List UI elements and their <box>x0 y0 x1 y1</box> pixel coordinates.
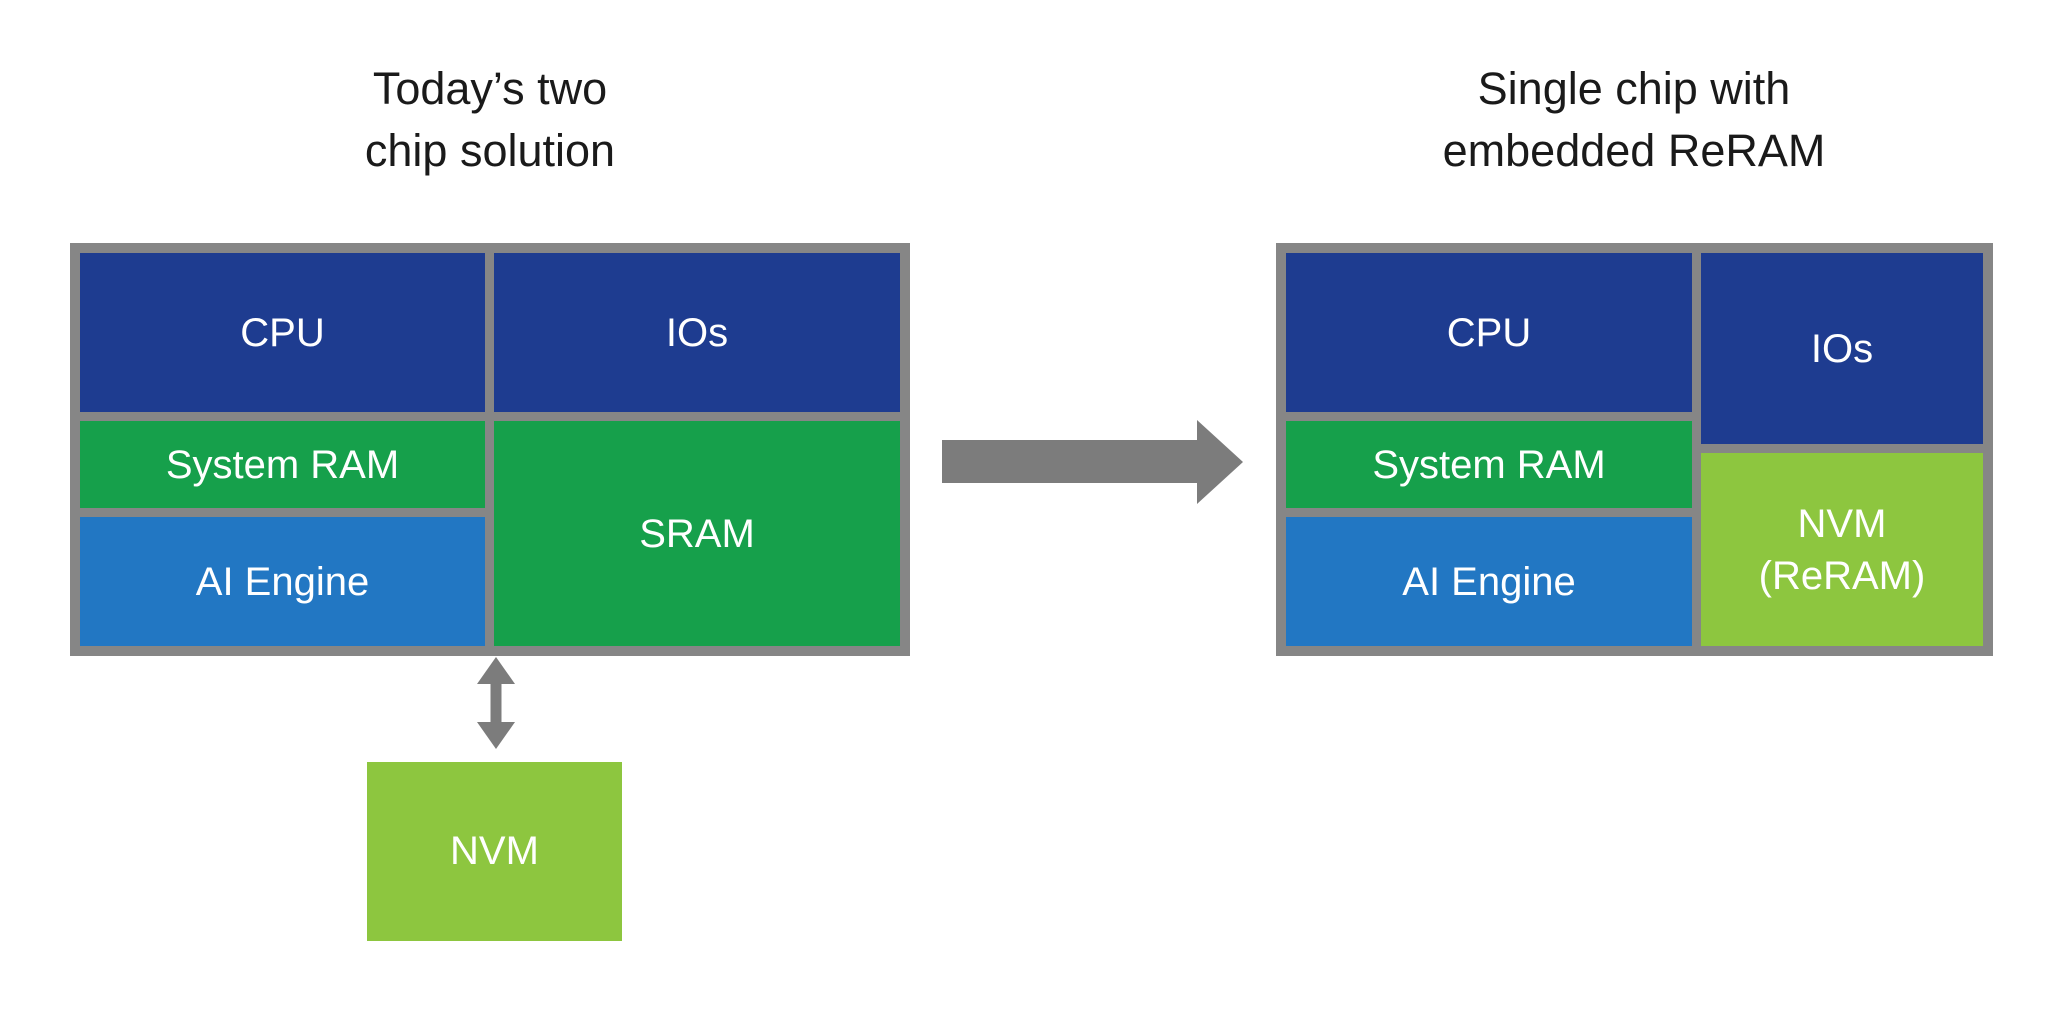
right-ios-label: IOs <box>1810 326 1874 371</box>
vertical-double-arrow-icon <box>477 657 515 749</box>
right-nvm-reram-label: NVM (ReRAM) <box>1758 501 1926 598</box>
right-arrow-icon <box>942 440 1197 483</box>
left-ai-engine-block: AI Engine <box>80 517 485 646</box>
left-ios-label: IOs <box>665 310 729 355</box>
right-cpu-block: CPU <box>1286 253 1692 412</box>
right-diagram-title: Single chip with embedded ReRAM <box>1442 63 1826 177</box>
right-chip-outline: CPU IOs System RAM AI Engine NVM (ReRAM) <box>1276 243 1993 656</box>
left-cpu-block: CPU <box>80 253 485 412</box>
left-ios-block: IOs <box>494 253 900 412</box>
left-chip-outline: CPU IOs System RAM AI Engine SRAM <box>70 243 910 656</box>
right-cpu-label: CPU <box>1446 310 1532 355</box>
left-system-ram-label: System RAM <box>165 442 400 487</box>
right-ai-engine-label: AI Engine <box>1402 559 1576 604</box>
left-sram-block: SRAM <box>494 421 900 646</box>
right-nvm-reram-block: NVM (ReRAM) <box>1701 453 1983 646</box>
left-sram-label: SRAM <box>639 511 755 556</box>
left-diagram-title: Today’s two chip solution <box>364 63 616 177</box>
left-ai-engine-label: AI Engine <box>195 559 370 604</box>
right-ai-engine-block: AI Engine <box>1286 517 1692 646</box>
external-nvm-label: NVM <box>450 829 539 873</box>
left-system-ram-block: System RAM <box>80 421 485 508</box>
external-nvm-block: NVM <box>367 762 622 941</box>
right-system-ram-label: System RAM <box>1372 442 1606 487</box>
right-system-ram-block: System RAM <box>1286 421 1692 508</box>
right-ios-block: IOs <box>1701 253 1983 444</box>
left-cpu-label: CPU <box>240 310 325 355</box>
right-arrow-head-icon <box>1197 420 1243 504</box>
